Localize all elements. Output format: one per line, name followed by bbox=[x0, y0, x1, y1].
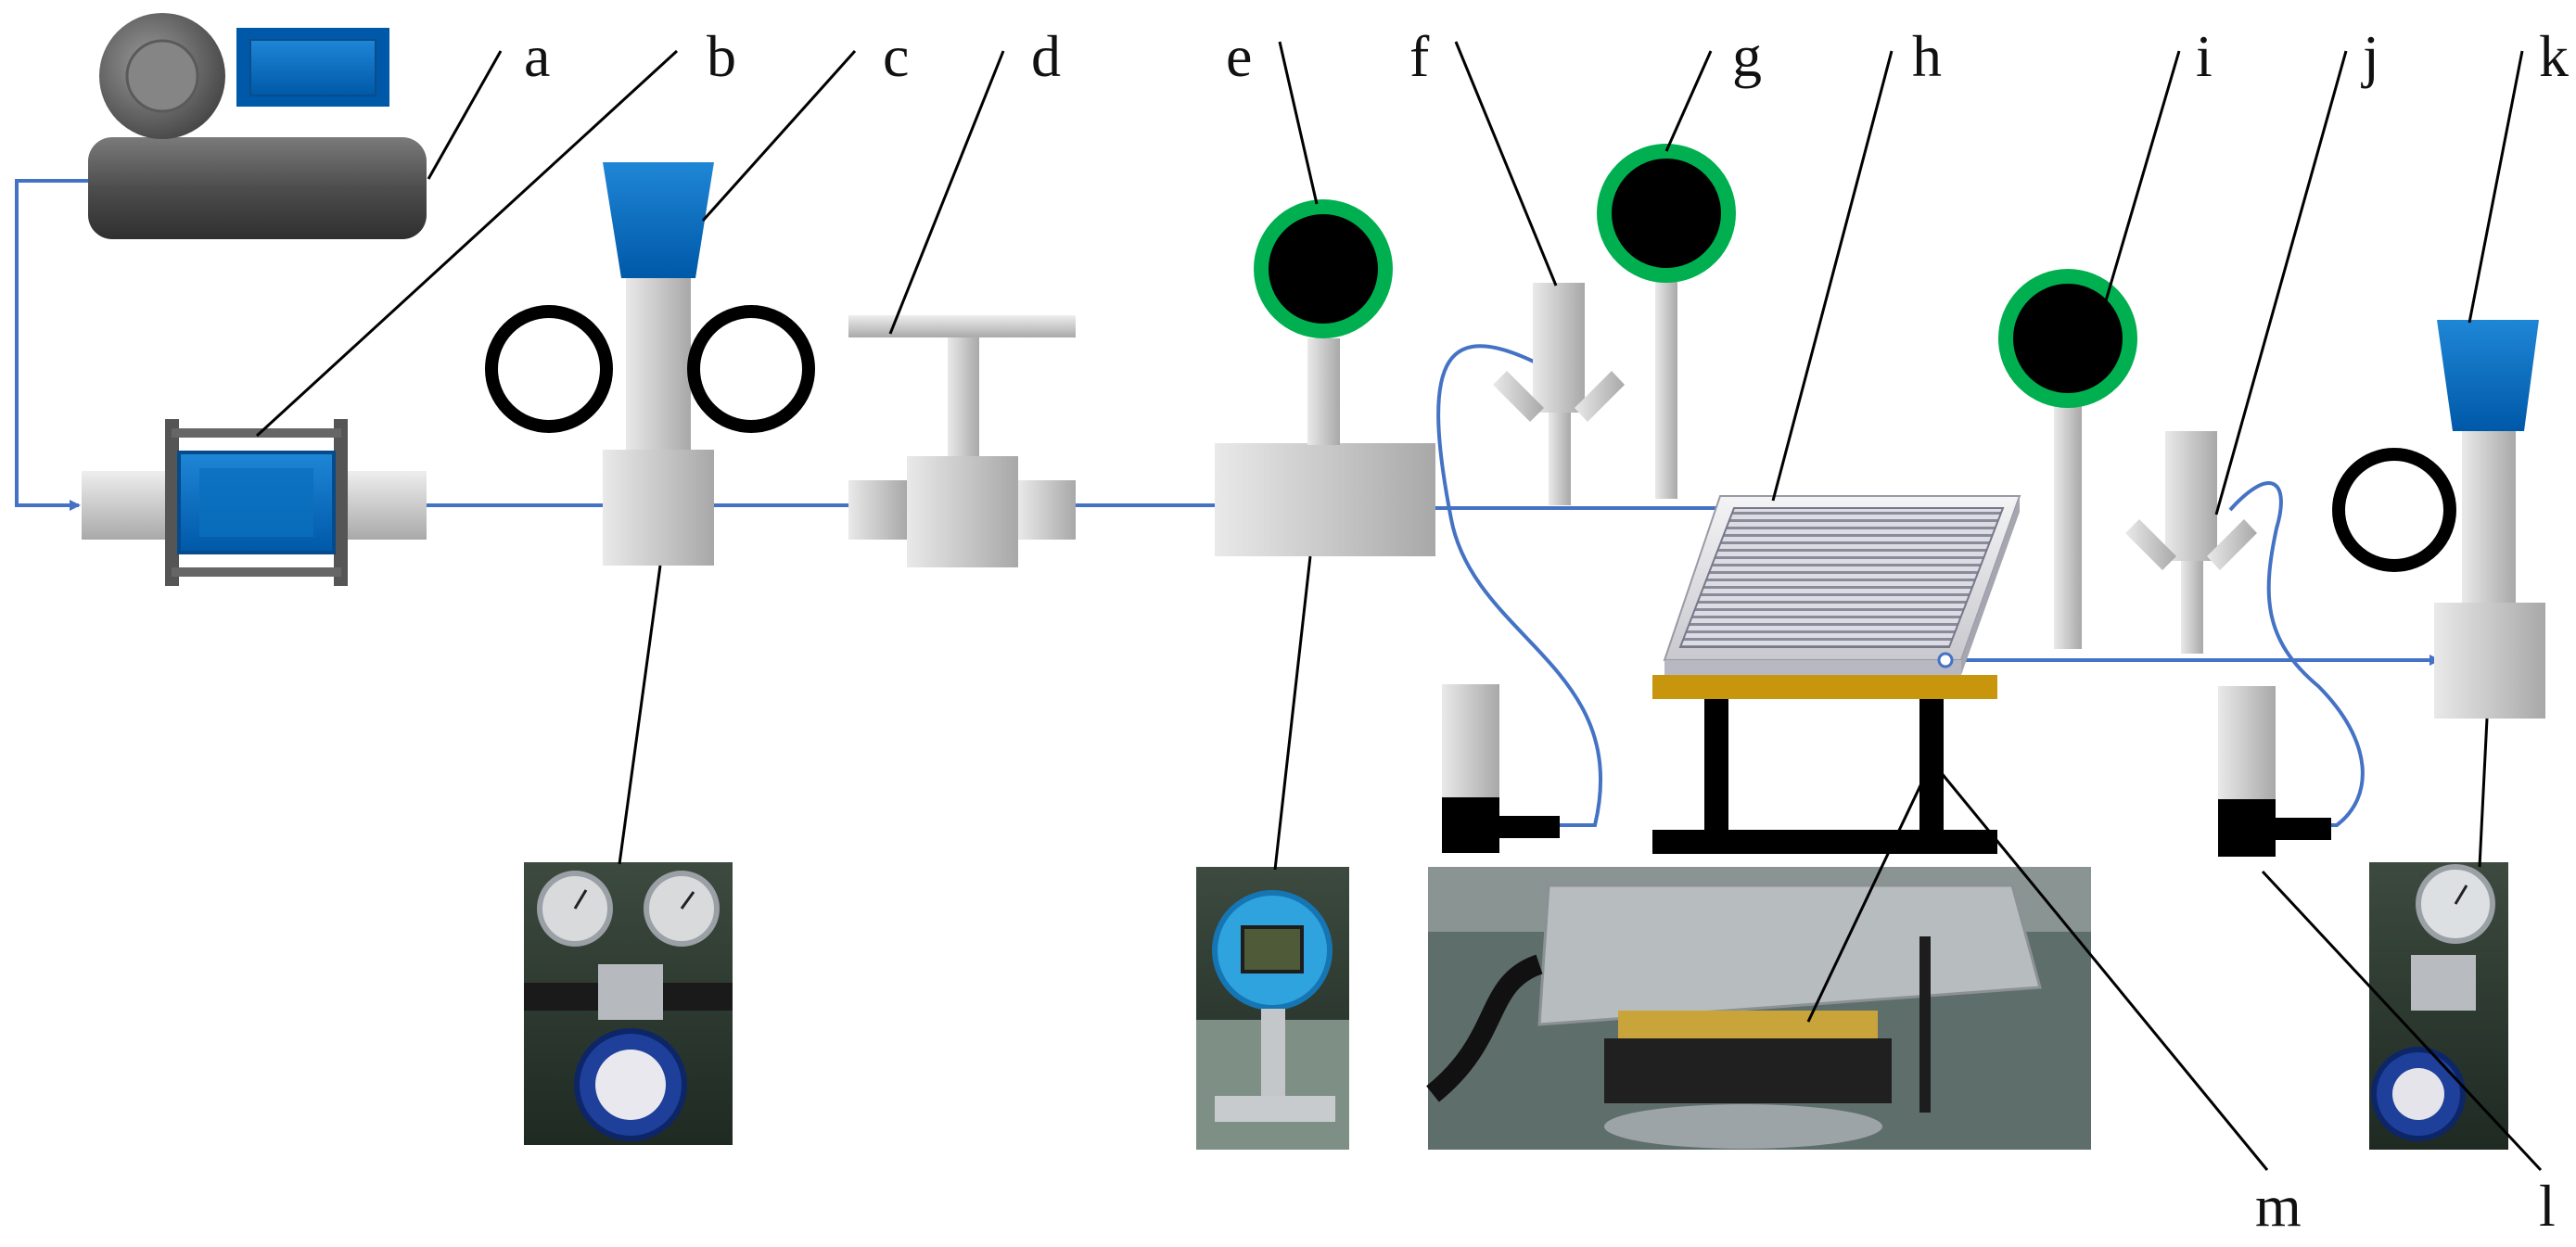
leader-j bbox=[2214, 50, 2348, 515]
leader-a bbox=[427, 50, 503, 180]
pipe-compressor-to-filter bbox=[15, 179, 88, 511]
leader-e bbox=[1278, 41, 1319, 205]
label-d: d bbox=[1031, 23, 1061, 89]
label-i: i bbox=[2196, 23, 2213, 89]
needle-valve bbox=[848, 315, 1076, 567]
pressure-gauge-g bbox=[1597, 144, 1736, 499]
leader-k bbox=[2468, 50, 2524, 324]
cable-f bbox=[1436, 344, 1602, 827]
label-j: j bbox=[2361, 23, 2379, 89]
label-l: l bbox=[2539, 1173, 2556, 1239]
leader-m-photo bbox=[1806, 761, 1933, 1023]
label-c: c bbox=[883, 23, 909, 89]
test-panel bbox=[1663, 495, 2021, 675]
filter bbox=[82, 419, 427, 586]
label-m: m bbox=[2255, 1173, 2302, 1239]
leader-d bbox=[888, 50, 1005, 335]
label-b: b bbox=[707, 23, 736, 89]
sensor-module-right bbox=[2218, 686, 2331, 857]
flowmeter bbox=[1215, 199, 1435, 556]
pipe-lines bbox=[15, 179, 2441, 827]
support-table bbox=[1652, 675, 1997, 854]
leader-l bbox=[2261, 870, 2543, 1172]
label-h: h bbox=[1912, 23, 1942, 89]
label-g: g bbox=[1732, 23, 1762, 89]
compressor bbox=[88, 13, 427, 239]
photo-back-pressure-regulator bbox=[2369, 862, 2508, 1150]
label-f: f bbox=[1409, 23, 1430, 89]
tee-fitting-f bbox=[1493, 283, 1625, 505]
leader-b bbox=[255, 49, 679, 438]
photo-flowmeter bbox=[1196, 867, 1349, 1150]
leader-e-photo bbox=[1273, 555, 1312, 871]
component-labels: a b c d e f g h i j k m l bbox=[524, 23, 2569, 1239]
label-a: a bbox=[524, 23, 550, 89]
leader-k-photo bbox=[2478, 718, 2489, 868]
sensor-module-left bbox=[1442, 684, 1560, 853]
leader-c bbox=[701, 49, 857, 223]
leader-lines bbox=[255, 41, 2543, 1172]
pressure-gauge-i bbox=[1998, 269, 2137, 649]
cable-j bbox=[2228, 481, 2365, 827]
leader-h bbox=[1771, 50, 1894, 502]
leader-m bbox=[1931, 761, 2269, 1171]
leader-b-photo bbox=[618, 565, 662, 865]
pipe-main-line bbox=[427, 503, 1720, 510]
photo-pressure-regulator bbox=[524, 862, 733, 1145]
leader-i bbox=[2096, 50, 2181, 330]
tee-fitting-j bbox=[2125, 431, 2257, 654]
leader-f bbox=[1454, 41, 1558, 286]
label-k: k bbox=[2539, 23, 2569, 89]
pressure-regulator bbox=[485, 162, 815, 566]
photo-test-section bbox=[1426, 867, 2091, 1150]
label-e: e bbox=[1226, 23, 1252, 89]
leader-g bbox=[1664, 50, 1713, 152]
back-pressure-regulator bbox=[2332, 320, 2545, 719]
